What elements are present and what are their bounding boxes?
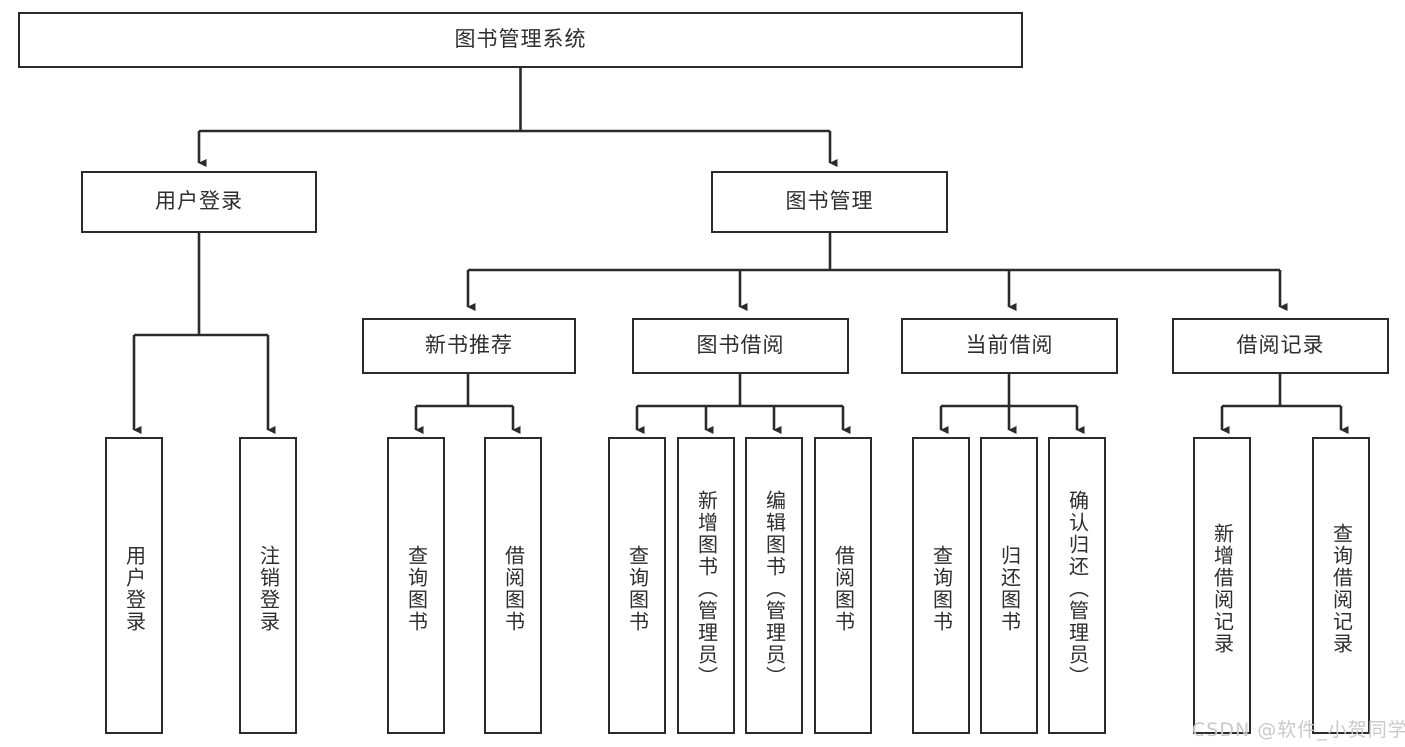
node-leaf-query-book-1[interactable]: 查询图书 [387,437,445,734]
node-borrow-record[interactable]: 借阅记录 [1172,318,1389,374]
node-new-book-rec-label: 新书推荐 [425,333,513,358]
node-root-label: 图书管理系统 [454,27,587,52]
node-leaf-logout[interactable]: 注销登录 [239,437,297,734]
node-leaf-return-book-label: 归还图书 [997,544,1022,633]
node-leaf-return-book[interactable]: 归还图书 [980,437,1038,734]
node-leaf-logout-label: 注销登录 [256,544,281,633]
node-leaf-query-book-1-label: 查询图书 [404,544,429,633]
node-book-manage-label: 图书管理 [785,189,874,214]
node-current-borrow-label: 当前借阅 [965,333,1054,358]
node-leaf-borrow-book-1-label: 借阅图书 [501,544,526,633]
node-leaf-query-book-2[interactable]: 查询图书 [608,437,666,734]
node-current-borrow[interactable]: 当前借阅 [901,318,1118,374]
node-leaf-edit-book[interactable]: 编辑图书（管理员） [745,437,803,734]
node-user-login[interactable]: 用户登录 [81,171,317,233]
node-book-borrow[interactable]: 图书借阅 [632,318,849,374]
node-leaf-add-book-label: 新增图书（管理员） [694,489,719,688]
node-book-borrow-label: 图书借阅 [696,333,785,358]
node-leaf-confirm-return[interactable]: 确认归还（管理员） [1048,437,1106,734]
node-leaf-borrow-book-1[interactable]: 借阅图书 [484,437,542,734]
node-leaf-add-book[interactable]: 新增图书（管理员） [677,437,735,734]
node-borrow-record-label: 借阅记录 [1236,333,1325,358]
node-new-book-rec[interactable]: 新书推荐 [362,318,576,374]
node-book-manage[interactable]: 图书管理 [711,171,948,233]
node-leaf-user-login[interactable]: 用户登录 [105,437,163,734]
node-leaf-query-record[interactable]: 查询借阅记录 [1312,437,1370,734]
node-leaf-borrow-book-2-label: 借阅图书 [831,544,856,633]
node-leaf-edit-book-label: 编辑图书（管理员） [762,489,787,688]
node-leaf-query-book-2-label: 查询图书 [625,544,650,633]
node-leaf-add-record-label: 新增借阅记录 [1210,522,1235,655]
node-leaf-query-record-label: 查询借阅记录 [1329,522,1354,655]
node-leaf-borrow-book-2[interactable]: 借阅图书 [814,437,872,734]
node-leaf-user-login-label: 用户登录 [122,544,147,633]
node-leaf-query-book-3[interactable]: 查询图书 [912,437,970,734]
node-leaf-add-record[interactable]: 新增借阅记录 [1193,437,1251,734]
node-leaf-query-book-3-label: 查询图书 [929,544,954,633]
node-user-login-label: 用户登录 [155,189,243,214]
node-leaf-confirm-return-label: 确认归还（管理员） [1065,489,1090,688]
node-root[interactable]: 图书管理系统 [18,12,1023,68]
